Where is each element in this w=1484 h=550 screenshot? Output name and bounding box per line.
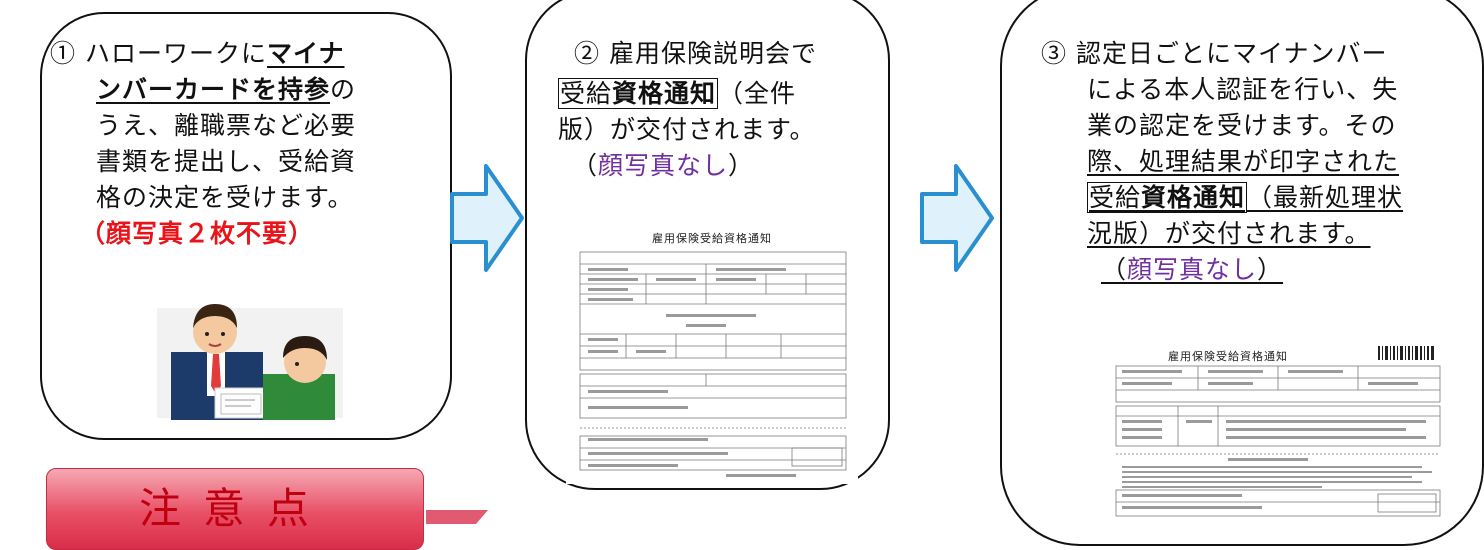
step2-note: 顔写真なし: [598, 151, 729, 180]
step3-note: 顔写真なし: [1127, 255, 1258, 284]
arrow-right-icon: [920, 164, 994, 272]
document-title: 雇用保険受給資格通知: [652, 232, 772, 245]
eligibility-notice-document-latest: 雇用保険受給資格通知: [1108, 344, 1448, 520]
notice-tab-shape: [426, 510, 488, 524]
document-form-graphic: [579, 251, 847, 477]
step1-text: ① ハローワークにマイナ ンバーカードを持参の うえ、離職票など必要 書類を提出…: [50, 36, 356, 252]
step3-text: ③ 認定日ごとにマイナンバー による本人認証を行い、失 業の認定を受けます。その…: [1041, 39, 1404, 284]
document-form-graphic: [1115, 346, 1441, 517]
eligibility-notice-document-full: 雇用保険受給資格通知: [566, 222, 858, 484]
step2-text: ② 雇用保険説明会で 受給資格通知（全件 版）が交付されます。 （顔写真なし）: [558, 39, 817, 180]
step1-note: （顔写真２枚不要）: [80, 219, 315, 248]
step3-number: ③: [1041, 39, 1068, 68]
counter-consultation-illustration: [157, 304, 343, 420]
notice-title: 注意点: [138, 484, 331, 533]
arrow-right-icon: [450, 164, 524, 272]
step1-number: ①: [50, 39, 77, 68]
document-title: 雇用保険受給資格通知: [1168, 350, 1288, 363]
notice-tag: 注意点: [46, 468, 424, 550]
